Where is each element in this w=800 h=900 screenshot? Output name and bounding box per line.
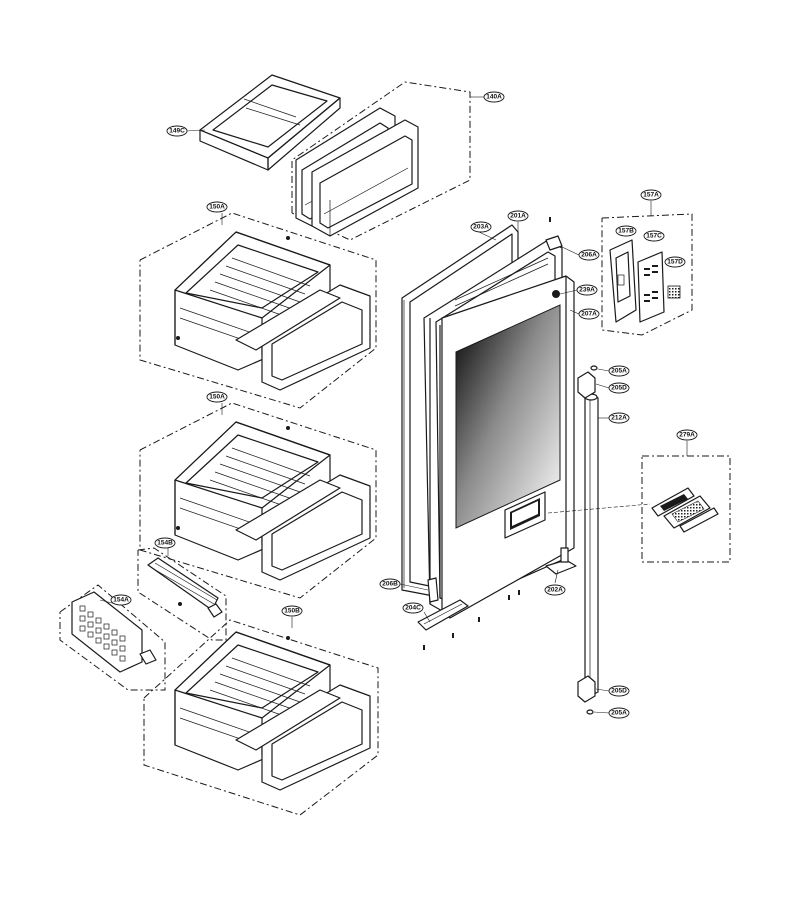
part-206a-door-cap-top	[545, 235, 563, 251]
door-control-display	[504, 491, 546, 539]
svg-text:279A: 279A	[679, 432, 695, 439]
part-label-150a-top: 150A	[206, 201, 228, 213]
part-150b-crisper-drawer-bottom	[143, 619, 379, 816]
svg-text:150B: 150B	[284, 608, 300, 615]
part-label-201a: 201A	[507, 210, 529, 222]
part-label-202a: 202A	[544, 584, 566, 596]
part-label-206a: 206A	[578, 249, 600, 261]
door-screws	[423, 217, 551, 650]
part-206b-door-cap-bottom	[427, 577, 439, 603]
part-154a-control-panel	[59, 584, 166, 691]
svg-text:154B: 154B	[157, 540, 173, 547]
svg-text:201A: 201A	[510, 213, 526, 220]
part-202a-hinge-pin	[545, 547, 577, 575]
svg-text:140A: 140A	[486, 94, 502, 101]
part-212a-door-handle	[584, 393, 599, 697]
part-label-140a: 140A	[483, 91, 505, 103]
part-label-150b: 150B	[281, 605, 303, 617]
svg-text:205D: 205D	[611, 385, 627, 392]
part-label-212a: 212A	[608, 412, 630, 424]
svg-text:202A: 202A	[547, 587, 563, 594]
svg-text:206A: 206A	[581, 252, 597, 259]
svg-text:150A: 150A	[209, 394, 225, 401]
part-label-149c: 149C	[166, 125, 188, 137]
svg-text:157D: 157D	[667, 259, 683, 266]
part-label-150a-middle: 150A	[206, 391, 228, 403]
part-label-205d-bottom: 205D	[608, 685, 630, 697]
part-label-154b: 154B	[154, 537, 176, 549]
part-label-239a: 239A	[576, 284, 598, 296]
part-204c-lower-hinge	[417, 599, 469, 631]
svg-text:212A: 212A	[611, 415, 627, 422]
part-label-157b: 157B	[615, 225, 637, 237]
svg-text:203A: 203A	[473, 224, 489, 231]
svg-text:205D: 205D	[611, 688, 627, 695]
part-149c-shelf-cover	[199, 74, 341, 171]
part-157d	[667, 285, 681, 299]
part-140a-door-bins	[291, 81, 471, 241]
svg-text:149C: 149C	[169, 128, 185, 135]
part-205d-handle-cap-top	[577, 371, 596, 399]
svg-text:204C: 204C	[405, 605, 421, 612]
part-label-206b: 206B	[379, 578, 401, 590]
part-150a-crisper-drawer-middle	[139, 402, 377, 599]
part-279a-display-board	[547, 455, 731, 563]
svg-text:150A: 150A	[209, 204, 225, 211]
part-label-157d: 157D	[664, 256, 686, 268]
part-154b-drawer-rail	[137, 547, 227, 641]
svg-text:154A: 154A	[113, 597, 129, 604]
part-label-203a: 203A	[470, 221, 492, 233]
part-label-157a: 157A	[640, 189, 662, 201]
svg-text:205A: 205A	[611, 368, 627, 375]
part-157c	[637, 251, 665, 323]
svg-text:157B: 157B	[618, 228, 634, 235]
svg-text:157A: 157A	[643, 192, 659, 199]
part-205d-handle-cap-bottom	[577, 675, 596, 703]
svg-text:157C: 157C	[646, 233, 662, 240]
part-157a-handle-cover-group	[601, 213, 693, 336]
part-label-154a: 154A	[110, 594, 132, 606]
part-207a-outer-door-panel	[441, 275, 575, 619]
part-157b	[609, 239, 637, 323]
part-label-279a: 279A	[676, 429, 698, 441]
part-label-205a-bottom: 205A	[608, 707, 630, 719]
part-205a-handle-screws	[586, 365, 598, 715]
svg-text:205A: 205A	[611, 710, 627, 717]
svg-text:206B: 206B	[382, 581, 398, 588]
lg-logo-badge	[552, 290, 560, 298]
part-label-204c: 204C	[402, 602, 424, 614]
leader-lines	[99, 96, 688, 714]
svg-text:207A: 207A	[581, 311, 597, 318]
part-label-205d-top: 205D	[608, 382, 630, 394]
svg-text:239A: 239A	[579, 287, 595, 294]
part-150a-crisper-drawer-top	[139, 212, 377, 409]
part-label-205a-top: 205A	[608, 365, 630, 377]
part-label-207a: 207A	[578, 308, 600, 320]
part-label-157c: 157C	[643, 230, 665, 242]
